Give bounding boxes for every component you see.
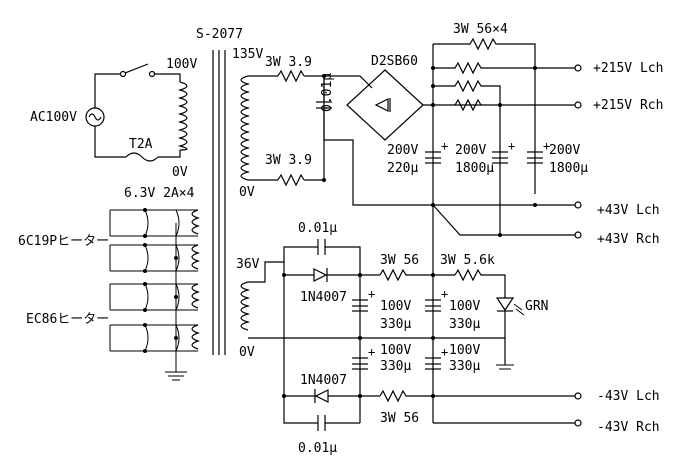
c-d-capacitance: 330μ bbox=[449, 359, 480, 374]
power-switch bbox=[119, 63, 156, 78]
hv-secondary-winding bbox=[240, 75, 251, 181]
heater-windings bbox=[191, 209, 200, 350]
c-b-capacitance: 330μ bbox=[449, 317, 480, 332]
output-43v-l: +43V Lch bbox=[597, 203, 660, 218]
capacitor-lv-bot bbox=[317, 415, 360, 431]
cap-lv-bot-label: 0.01μ bbox=[298, 441, 337, 456]
primary-0v-tap: 0V bbox=[172, 165, 188, 180]
bleeder-label: 3W 56×4 bbox=[453, 22, 508, 37]
c1-capacitance: 220μ bbox=[387, 161, 418, 176]
lv-36v-tap: 36V bbox=[236, 257, 260, 272]
resistor-hv-top-label: 3W 3.9 bbox=[265, 55, 312, 70]
svg-text:+: + bbox=[441, 345, 448, 359]
heater-wiring bbox=[109, 209, 198, 381]
led-label: GRN bbox=[525, 299, 548, 314]
c3-voltage: 200V bbox=[549, 143, 580, 158]
svg-text:+: + bbox=[368, 287, 375, 301]
svg-text:+: + bbox=[508, 139, 515, 153]
capacitor-hv-snubber bbox=[316, 76, 332, 117]
c-b-voltage: 100V bbox=[449, 299, 480, 314]
svg-text:+: + bbox=[441, 139, 448, 153]
heater-spec-label: 6.3V 2A×4 bbox=[124, 186, 195, 201]
diode-lv-bot bbox=[284, 389, 380, 403]
diode-lv-top-label: 1N4007 bbox=[300, 290, 347, 305]
c2-capacitance: 1800μ bbox=[455, 161, 494, 176]
output-43v-r: +43V Rch bbox=[597, 232, 660, 247]
resistor-lv-r3-label: 3W 56 bbox=[380, 411, 419, 426]
output-215v-l: +215V Lch bbox=[593, 61, 663, 76]
hv-135v-tap: 135V bbox=[232, 47, 263, 62]
led-green bbox=[495, 297, 525, 370]
lv-secondary-winding bbox=[240, 281, 251, 331]
c-c-capacitance: 330μ bbox=[380, 359, 411, 374]
c3-capacitance: 1800μ bbox=[549, 161, 588, 176]
output-215v-r: +215V Rch bbox=[593, 98, 663, 113]
c-a-capacitance: 330μ bbox=[380, 317, 411, 332]
output-neg43v-l: -43V Lch bbox=[597, 389, 660, 404]
bridge-rectifier bbox=[324, 69, 424, 141]
transformer-core bbox=[212, 50, 226, 355]
primary-winding bbox=[177, 81, 188, 151]
polarity-marks: + + + + + + + bbox=[368, 139, 550, 359]
resistor-hv-top bbox=[277, 69, 305, 83]
heater-label-ec86: EC86ヒーター bbox=[26, 312, 109, 327]
capacitor-lv-top bbox=[317, 239, 361, 275]
fuse bbox=[125, 152, 159, 162]
resistor-hv-bot-label: 3W 3.9 bbox=[265, 153, 312, 168]
svg-text:+: + bbox=[543, 139, 550, 153]
capacitor-hv-c1 bbox=[425, 151, 441, 164]
c1-voltage: 200V bbox=[387, 143, 418, 158]
capacitor-hv-c3 bbox=[527, 151, 543, 164]
lv-capacitors bbox=[352, 205, 505, 423]
bridge-label: D2SB60 bbox=[371, 54, 418, 69]
resistor-lv-r3 bbox=[379, 389, 575, 403]
resistor-lv-r2-label: 3W 5.6k bbox=[440, 253, 495, 268]
fuse-label: T2A bbox=[129, 137, 153, 152]
c-d-voltage: 100V bbox=[449, 343, 480, 358]
ac-source bbox=[85, 107, 105, 127]
diode-lv-top bbox=[284, 268, 380, 282]
lv-0v-tap: 0V bbox=[239, 345, 255, 360]
resistor-hv-bot bbox=[277, 173, 305, 187]
hv-0v-tap: 0V bbox=[239, 185, 255, 200]
heater-label-6c19p: 6C19Pヒーター bbox=[18, 234, 109, 249]
svg-text:+: + bbox=[368, 345, 375, 359]
output-neg43v-r: -43V Rch bbox=[597, 420, 660, 435]
bleeder-resistors bbox=[431, 37, 575, 235]
c-a-voltage: 100V bbox=[380, 299, 411, 314]
cap-lv-top-label: 0.01μ bbox=[298, 221, 337, 236]
transformer-part-label: S-2077 bbox=[196, 27, 243, 42]
primary-100v-tap: 100V bbox=[166, 57, 197, 72]
output-terminals bbox=[574, 64, 582, 427]
svg-text:+: + bbox=[441, 287, 448, 301]
c2-voltage: 200V bbox=[455, 143, 486, 158]
diode-lv-bot-label: 1N4007 bbox=[300, 373, 347, 388]
capacitor-hv-snubber-label: 0.01μ bbox=[320, 73, 335, 112]
c-c-voltage: 100V bbox=[380, 343, 411, 358]
heater-junction-dots bbox=[143, 208, 178, 353]
resistor-lv-r1 bbox=[379, 268, 455, 282]
resistor-lv-r2 bbox=[454, 268, 506, 298]
ac-source-label: AC100V bbox=[30, 110, 77, 125]
capacitor-hv-c2 bbox=[492, 151, 508, 164]
resistor-lv-r1-label: 3W 56 bbox=[380, 253, 419, 268]
